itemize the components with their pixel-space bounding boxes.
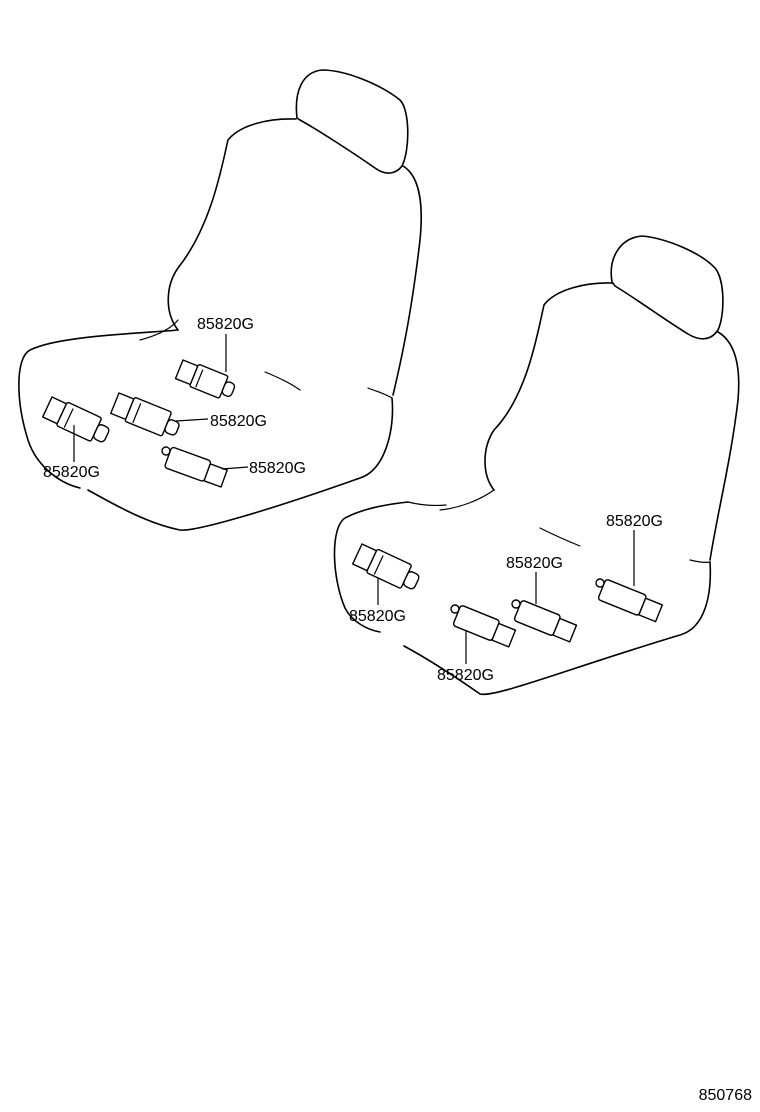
left-motor-middle (110, 392, 180, 437)
right-motor-middle (511, 599, 578, 643)
left-seat: 85820G 85820G 85820G 85820G (18, 69, 423, 531)
right-seat: 85820G 85820G 85820G 85820G (333, 235, 740, 696)
right-motor-left (352, 543, 420, 590)
callout-right-left: 85820G (349, 608, 406, 625)
callout-left-side: 85820G (43, 464, 100, 481)
callout-right-top: 85820G (606, 513, 663, 530)
callout-left-lower: 85820G (249, 460, 306, 477)
callout-left-middle: 85820G (210, 413, 267, 430)
callout-right-bottom: 85820G (437, 667, 494, 684)
figure-number: 850768 (699, 1087, 752, 1104)
right-motor-top (595, 578, 664, 623)
left-motor-side (42, 396, 110, 443)
left-motor-lower (161, 446, 228, 488)
right-seat-back (484, 282, 740, 561)
right-headrest (610, 235, 724, 340)
left-seat-back (167, 118, 423, 396)
callout-left-top: 85820G (197, 316, 254, 333)
callout-right-middle: 85820G (506, 555, 563, 572)
right-motor-bottom (450, 604, 517, 648)
left-headrest (295, 69, 409, 174)
left-seat-cushion (18, 329, 394, 531)
right-seat-cushion (333, 501, 712, 696)
left-motor-top (174, 359, 236, 399)
